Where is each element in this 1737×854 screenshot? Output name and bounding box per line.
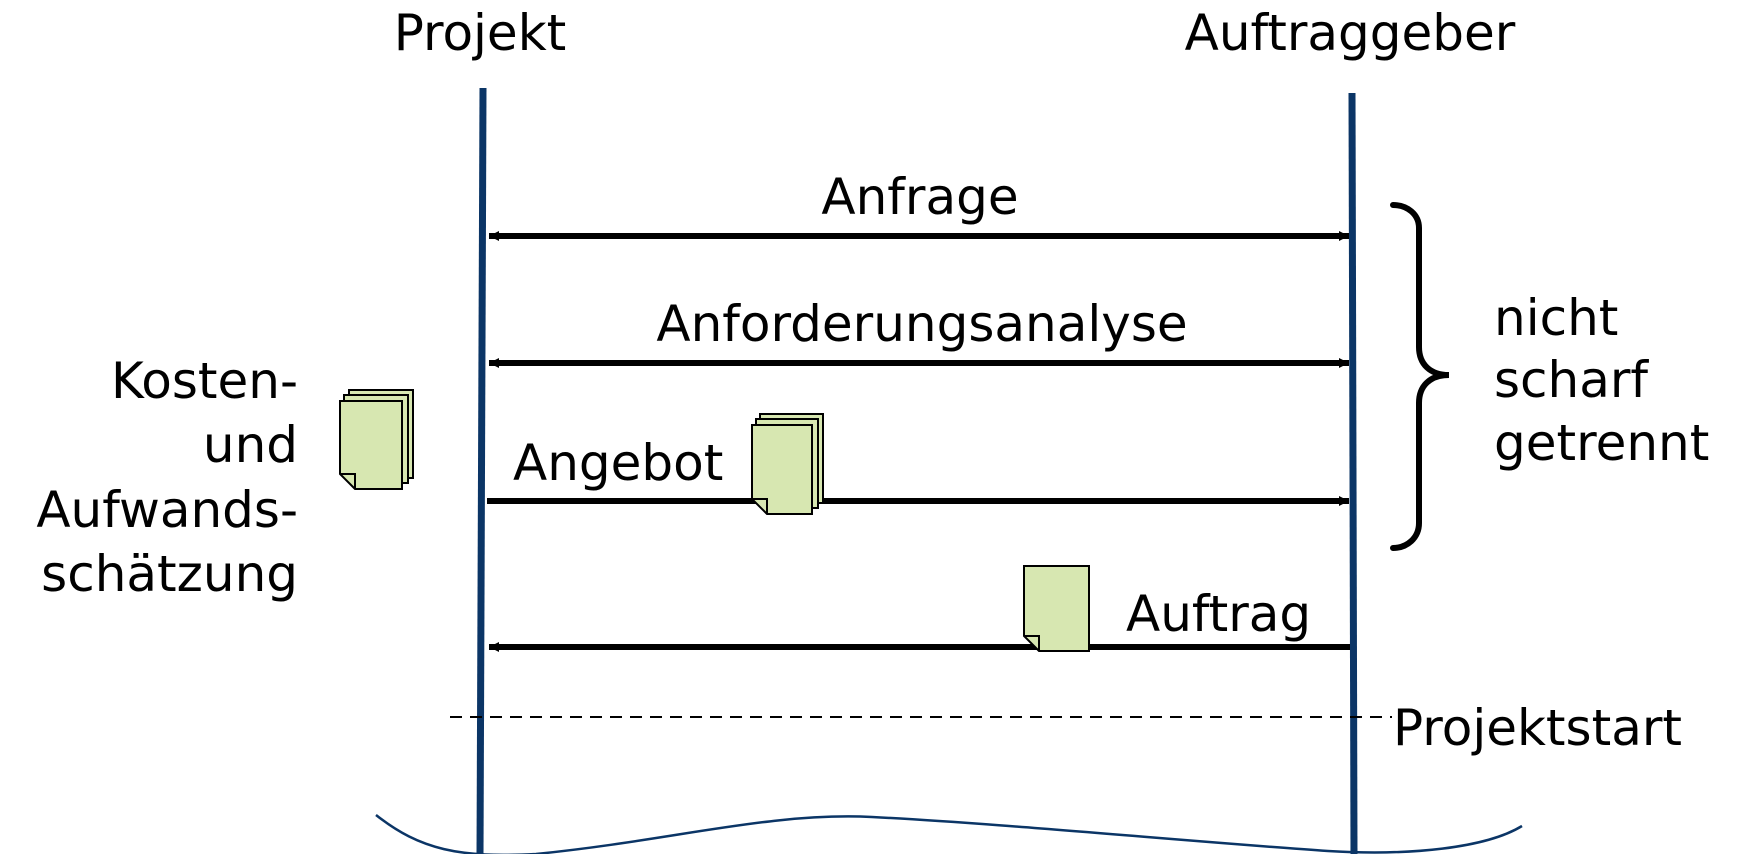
cost-estimation-note: Kosten- und Aufwands- schätzung bbox=[36, 352, 298, 603]
curly-bracket-icon bbox=[1390, 202, 1450, 551]
bracket-note-line-1: nicht bbox=[1494, 289, 1618, 347]
participant-projekt-label: Projekt bbox=[394, 4, 567, 62]
message-anfrage-label: Anfrage bbox=[821, 168, 1018, 226]
message-auftrag-label: Auftrag bbox=[1126, 585, 1311, 643]
cost-estimation-line-2: und bbox=[203, 416, 298, 474]
cost-estimation-line-3: Aufwands- bbox=[36, 481, 298, 539]
message-angebot-label: Angebot bbox=[513, 434, 723, 492]
participant-auftraggeber-label: Auftraggeber bbox=[1185, 4, 1516, 62]
projekt-lifeline bbox=[476, 87, 487, 854]
cost-estimation-line-4: schätzung bbox=[41, 545, 298, 603]
auftrag-document-icon bbox=[1023, 565, 1090, 652]
cost-estimation-line-1: Kosten- bbox=[111, 352, 298, 410]
bracket-note-line-2: scharf bbox=[1494, 351, 1649, 409]
document-stack-icon bbox=[339, 389, 414, 490]
bracket-note-line-3: getrennt bbox=[1494, 414, 1709, 472]
continuation-wave-line bbox=[375, 814, 1523, 854]
message-anforderungsanalyse-label: Anforderungsanalyse bbox=[656, 295, 1187, 353]
project-start-label: Projektstart bbox=[1393, 699, 1682, 757]
auftraggeber-lifeline bbox=[1348, 92, 1358, 854]
angebot-document-stack-icon bbox=[751, 413, 824, 515]
not-clearly-separated-note: nicht scharf getrennt bbox=[1494, 289, 1709, 472]
